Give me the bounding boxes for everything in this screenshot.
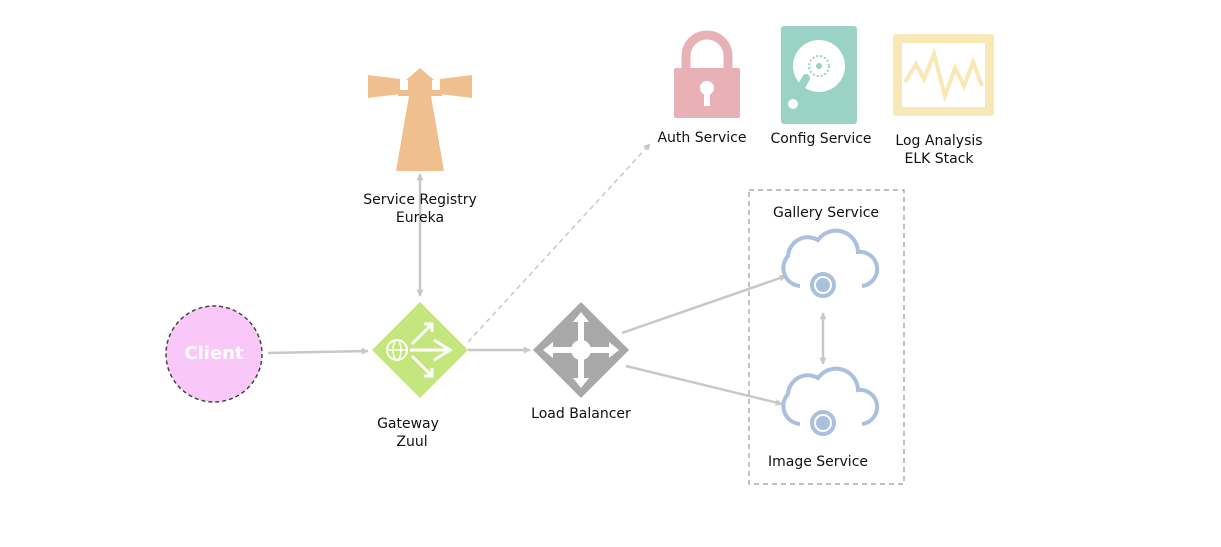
gateway-icon[interactable] xyxy=(372,302,468,398)
load-balancer-icon[interactable] xyxy=(533,302,629,398)
lighthouse-icon xyxy=(368,68,472,171)
gateway-subtitle: Zuul xyxy=(396,434,428,450)
edge-loadbalancer-image xyxy=(625,364,783,406)
auth-service-label: Auth Service xyxy=(657,130,747,146)
gateway-title: Gateway xyxy=(377,416,439,432)
edge-loadbalancer-gallery xyxy=(621,274,787,335)
log-analysis-title: Log Analysis xyxy=(895,133,983,149)
cloud-service-icon[interactable] xyxy=(781,228,880,298)
monitor-chart-icon xyxy=(893,34,994,116)
client-label: Client xyxy=(184,343,244,364)
hard-disk-icon xyxy=(781,26,857,124)
load-balancer-label: Load Balancer xyxy=(531,406,631,422)
log-analysis-subtitle: ELK Stack xyxy=(904,151,974,167)
service-group-box xyxy=(748,189,905,485)
service-registry-subtitle: Eureka xyxy=(395,210,445,226)
service-registry-title: Service Registry xyxy=(363,192,477,208)
cloud-service-icon[interactable] xyxy=(781,366,880,436)
gallery-service-label: Gallery Service xyxy=(772,205,880,221)
config-service-label: Config Service xyxy=(770,131,872,147)
image-service-label: Image Service xyxy=(767,454,869,470)
log-analysis-label: Log Analysis ELK Stack xyxy=(882,132,996,168)
client-node[interactable] xyxy=(165,305,263,403)
gateway-label: Gateway Zuul xyxy=(360,415,456,451)
edge-gateway-auth-dashed xyxy=(467,143,651,343)
service-registry-label: Service Registry Eureka xyxy=(346,191,494,227)
edge-client-gateway xyxy=(267,347,369,355)
lock-icon xyxy=(674,30,740,118)
